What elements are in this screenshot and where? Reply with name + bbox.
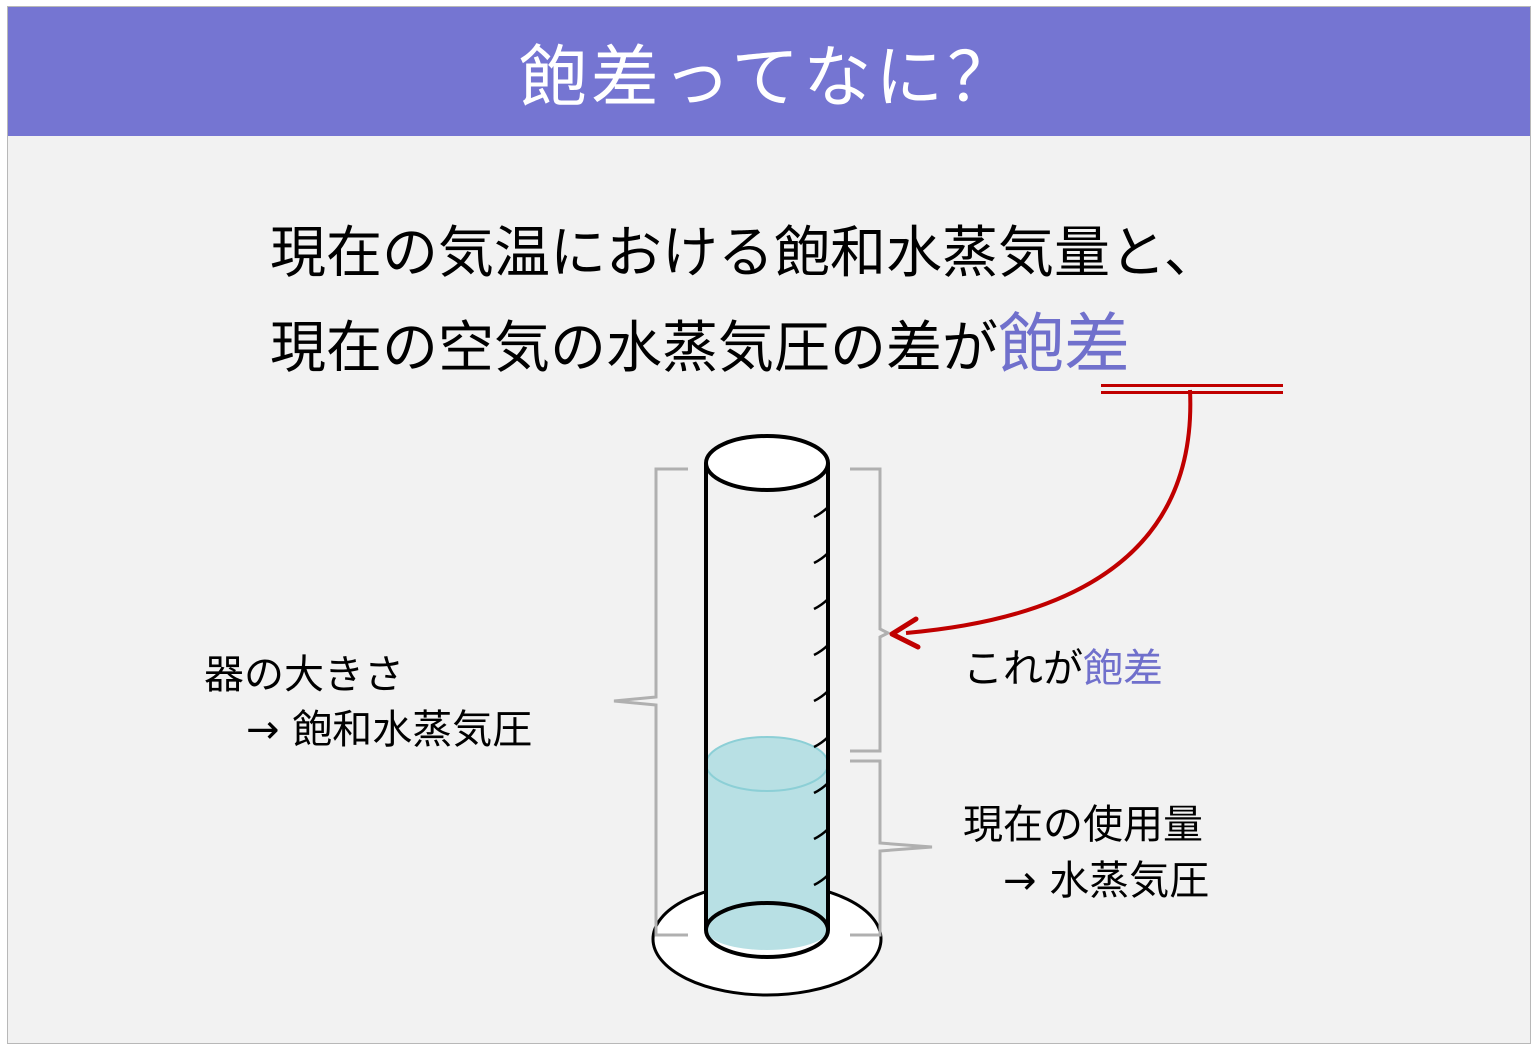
right-lower-brace (850, 759, 933, 937)
left-brace (613, 467, 688, 937)
slide-title: 飽差ってなに？ (518, 39, 1020, 118)
headline-line-2: 現在の空気の水蒸気圧の差が飽差 (270, 310, 1310, 384)
cylinder-bottom-rim (704, 901, 830, 959)
label-saturation-deficit-term: 飽差 (1083, 646, 1163, 692)
label-this-is: これが (963, 646, 1083, 692)
cylinder-diagram (613, 389, 1193, 997)
pointer-arrow-head (889, 616, 921, 650)
label-current-usage: 現在の使用量 (963, 802, 1203, 848)
label-container-size: 器の大きさ (204, 652, 404, 698)
pointer-arrow (905, 389, 1193, 635)
label-vapor-pressure: → 水蒸気圧 (1003, 858, 1210, 904)
slide: 飽差ってなに？ 現在の気温における飽和水蒸気量と、 現在の空気の水蒸気圧の差が飽… (7, 6, 1531, 1044)
water-surface (705, 736, 829, 792)
accent-double-underline-top (1101, 384, 1283, 387)
headline-line-2-text: 現在の空気の水蒸気圧の差が (270, 316, 998, 381)
cylinder-top-rim (704, 434, 830, 492)
headline-accent-term: 飽差 (998, 306, 1130, 383)
title-bar: 飽差ってなに？ (8, 7, 1530, 136)
water-fill (706, 764, 828, 950)
right-upper-brace (850, 467, 892, 753)
label-saturation-deficit: これが飽差 (963, 642, 1163, 696)
headline-line-1: 現在の気温における飽和水蒸気量と、 (270, 221, 1220, 286)
label-saturation-vapor-pressure: → 飽和水蒸気圧 (246, 707, 533, 753)
scale-ticks (813, 506, 829, 887)
